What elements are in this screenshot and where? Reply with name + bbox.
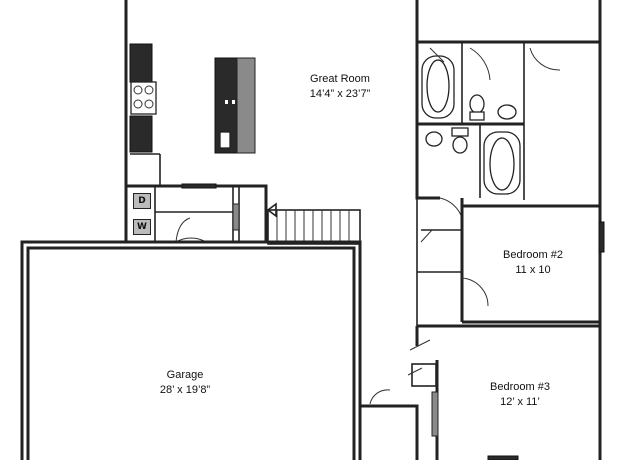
bedroom3-label: Bedroom #3 12’ x 11’ — [465, 380, 575, 410]
garage-size: 28’ x 19’8” — [159, 384, 211, 396]
bedroom3-name: Bedroom #3 — [490, 381, 550, 393]
great-room-label: Great Room 14’4” x 23’7” — [280, 72, 400, 102]
bedroom2-size: 11 x 10 — [515, 264, 551, 276]
bedroom2-name: Bedroom #2 — [503, 249, 563, 261]
stairs — [266, 202, 361, 245]
bedroom3-size: 12’ x 11’ — [500, 396, 540, 408]
great-room-size: 14’4” x 23’7” — [309, 88, 371, 100]
garage-name: Garage — [166, 369, 204, 381]
bedroom2-walls — [416, 198, 605, 330]
bathrooms — [417, 42, 561, 219]
dryer-label: D — [133, 193, 151, 209]
garage-label: Garage 28’ x 19’8” — [125, 368, 245, 398]
kitchen — [129, 43, 256, 186]
great-room-name: Great Room — [310, 73, 370, 85]
garage-walls — [20, 240, 362, 460]
washer-label: W — [133, 219, 151, 235]
bedroom3-walls — [360, 324, 600, 460]
bedroom2-label: Bedroom #2 11 x 10 — [478, 248, 588, 278]
